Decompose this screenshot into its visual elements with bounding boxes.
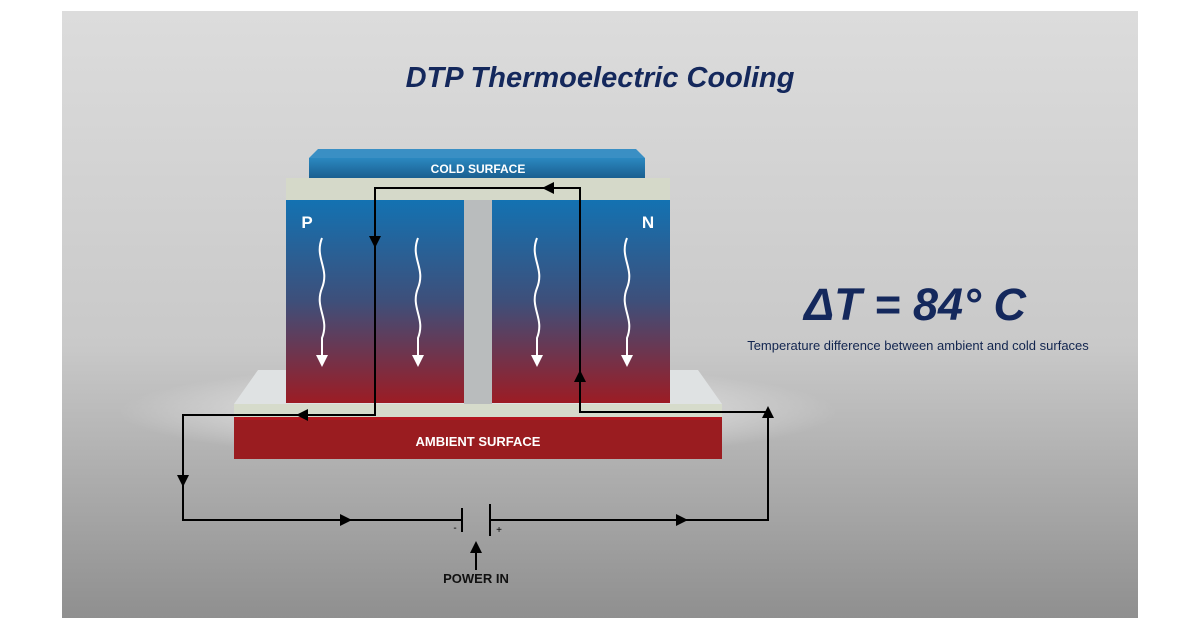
delta-t-value: ΔT = 84° C bbox=[802, 279, 1028, 330]
page-title: DTP Thermoelectric Cooling bbox=[406, 62, 795, 94]
n-label: N bbox=[642, 213, 654, 232]
power-in-label: POWER IN bbox=[443, 571, 509, 586]
battery-plus: + bbox=[496, 525, 502, 536]
battery-minus: - bbox=[453, 523, 456, 534]
leg-gap bbox=[464, 200, 492, 404]
cold-surface-label: COLD SURFACE bbox=[431, 162, 526, 176]
ambient-surface-label: AMBIENT SURFACE bbox=[416, 434, 541, 449]
p-label: P bbox=[301, 213, 312, 232]
cold-surface-top bbox=[309, 149, 645, 158]
delta-t-caption: Temperature difference between ambient a… bbox=[747, 338, 1089, 353]
